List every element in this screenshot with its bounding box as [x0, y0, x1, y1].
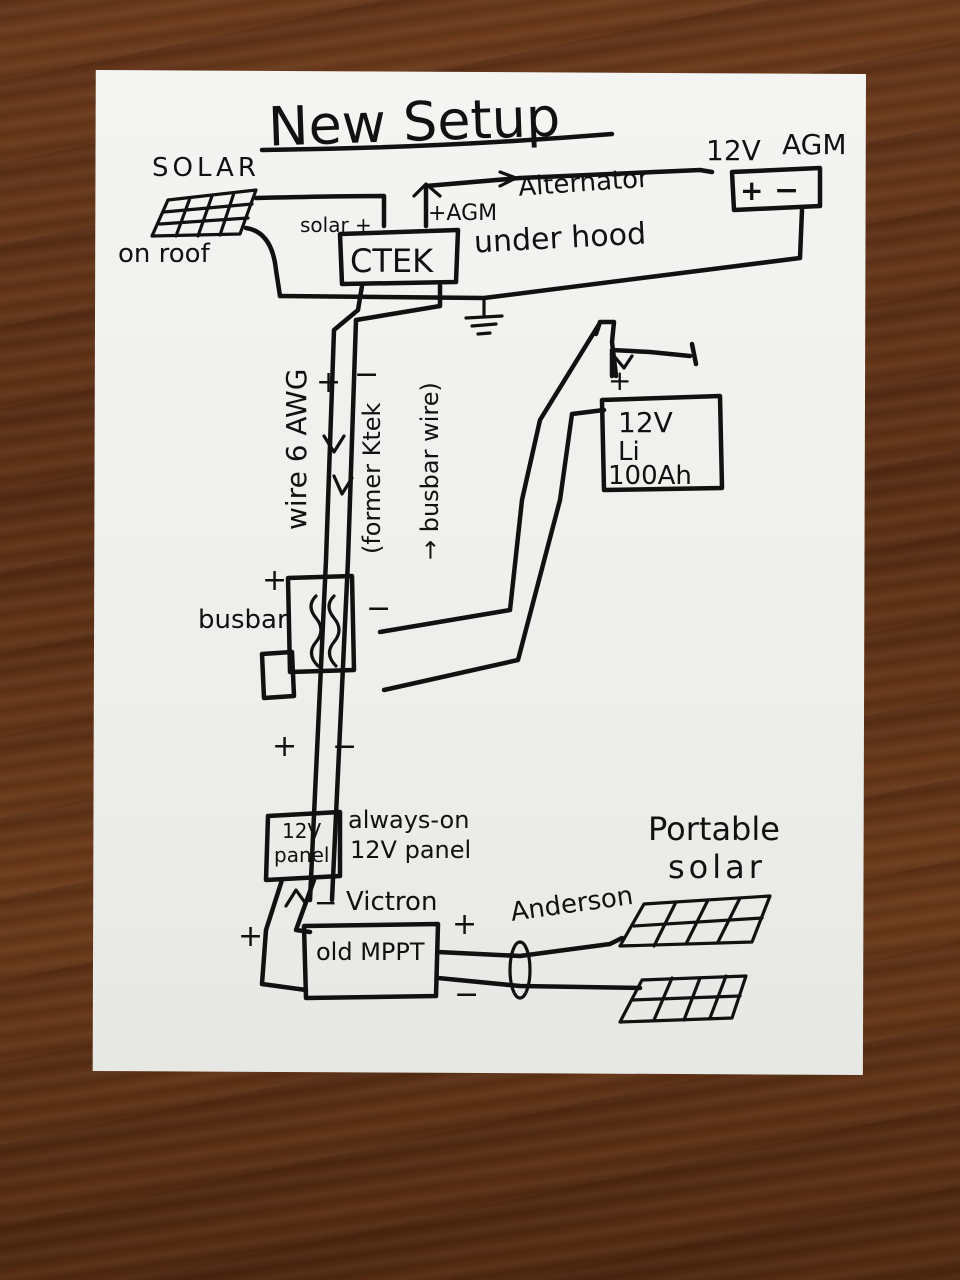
- former-ktek-label: (former Ktek: [358, 403, 386, 554]
- wire-mppt-to-portable-negative: [435, 975, 643, 991]
- wire-li-terminal: [609, 341, 699, 379]
- mppt-plus-right-label: +: [452, 907, 477, 942]
- panel-arrow: [284, 888, 308, 908]
- busbar-plus-label: +: [262, 563, 287, 598]
- victron-label: Victron: [346, 887, 437, 917]
- portable-line1: Portable: [648, 810, 780, 848]
- wire-6awg-label: wire 6 AWG: [280, 369, 313, 530]
- wire-busbar-to-li-a: [377, 323, 601, 635]
- anderson-connector: [508, 940, 532, 1000]
- wire-mppt-to-portable-positive: [435, 935, 625, 959]
- twelve-v-panel-box: [263, 809, 343, 883]
- busbar-label: busbar: [198, 605, 288, 635]
- mppt-plus-left-label: +: [238, 919, 263, 954]
- alternator-arrow: [498, 170, 518, 188]
- title-underline: [259, 131, 615, 153]
- agm-battery: [729, 165, 823, 213]
- portable-solar-panel-2: [618, 974, 748, 1024]
- solar-plus-label: solar +: [300, 213, 372, 237]
- portable-line2: solar: [668, 848, 766, 886]
- wire-busbar-to-li-top: [593, 319, 619, 379]
- mppt-label: old MPPT: [316, 938, 425, 966]
- plus-agm-label: +AGM: [428, 201, 497, 226]
- always-on-line1: always-on: [348, 806, 469, 834]
- wire-6awg-positive: [307, 283, 365, 903]
- busbar-wire-label: → busbar wire): [416, 382, 444, 560]
- always-on-line2: 12V panel: [350, 836, 471, 864]
- roof-solar-panel: [150, 188, 258, 238]
- li-battery-line3: 100Ah: [608, 461, 692, 491]
- portable-solar-panel-1: [618, 894, 772, 948]
- wire-panel-to-mppt-positive: [259, 877, 309, 993]
- panel-box-line2: panel: [274, 843, 330, 867]
- wire-ground: [277, 207, 805, 301]
- ground-symbol: [464, 296, 504, 336]
- lithium-battery: [599, 393, 725, 493]
- agm-battery-plus: +: [740, 174, 763, 207]
- wire-busbar-to-li-b: [381, 407, 607, 693]
- ctek-charger: [337, 227, 461, 287]
- under-hood-label: under hood: [473, 217, 647, 261]
- alternator-label: Alternator: [517, 164, 650, 203]
- victron-minus-label: −: [314, 886, 337, 919]
- on-roof-label: on roof: [118, 239, 211, 269]
- busbar-minus-label: −: [366, 591, 391, 626]
- solar-label: SOLAR: [152, 153, 260, 183]
- ctek-arrow: [412, 182, 442, 198]
- li-terminal-arrow: [612, 354, 634, 370]
- agm-battery-minus: −: [774, 173, 799, 208]
- trunk-arrow-2: [332, 474, 354, 496]
- wire-ctek-to-alternator: [423, 167, 715, 229]
- wire-plus-label: +: [316, 365, 341, 400]
- wire-6awg-negative: [329, 283, 443, 903]
- busbar: [259, 573, 357, 701]
- wire-roof-solar-to-ctek: [253, 193, 387, 229]
- twelve-v-label: 12V: [706, 134, 761, 167]
- mid-plus-label: +: [272, 729, 297, 764]
- wire-roof-solar-negative: [243, 225, 283, 299]
- panel-box-line1: 12V: [282, 819, 321, 843]
- trunk-arrow-1: [322, 434, 346, 454]
- wire-minus-label: −: [354, 357, 379, 392]
- victron-mppt: [301, 921, 441, 1001]
- mid-minus-label: −: [332, 729, 357, 764]
- paper-sheet: [92, 70, 866, 1075]
- ctek-label: CTEK: [350, 242, 434, 280]
- anderson-label: Anderson: [509, 881, 635, 928]
- li-battery-line2: Li: [618, 437, 640, 467]
- agm-label: AGM: [782, 128, 847, 161]
- li-battery-line1: 12V: [618, 406, 673, 439]
